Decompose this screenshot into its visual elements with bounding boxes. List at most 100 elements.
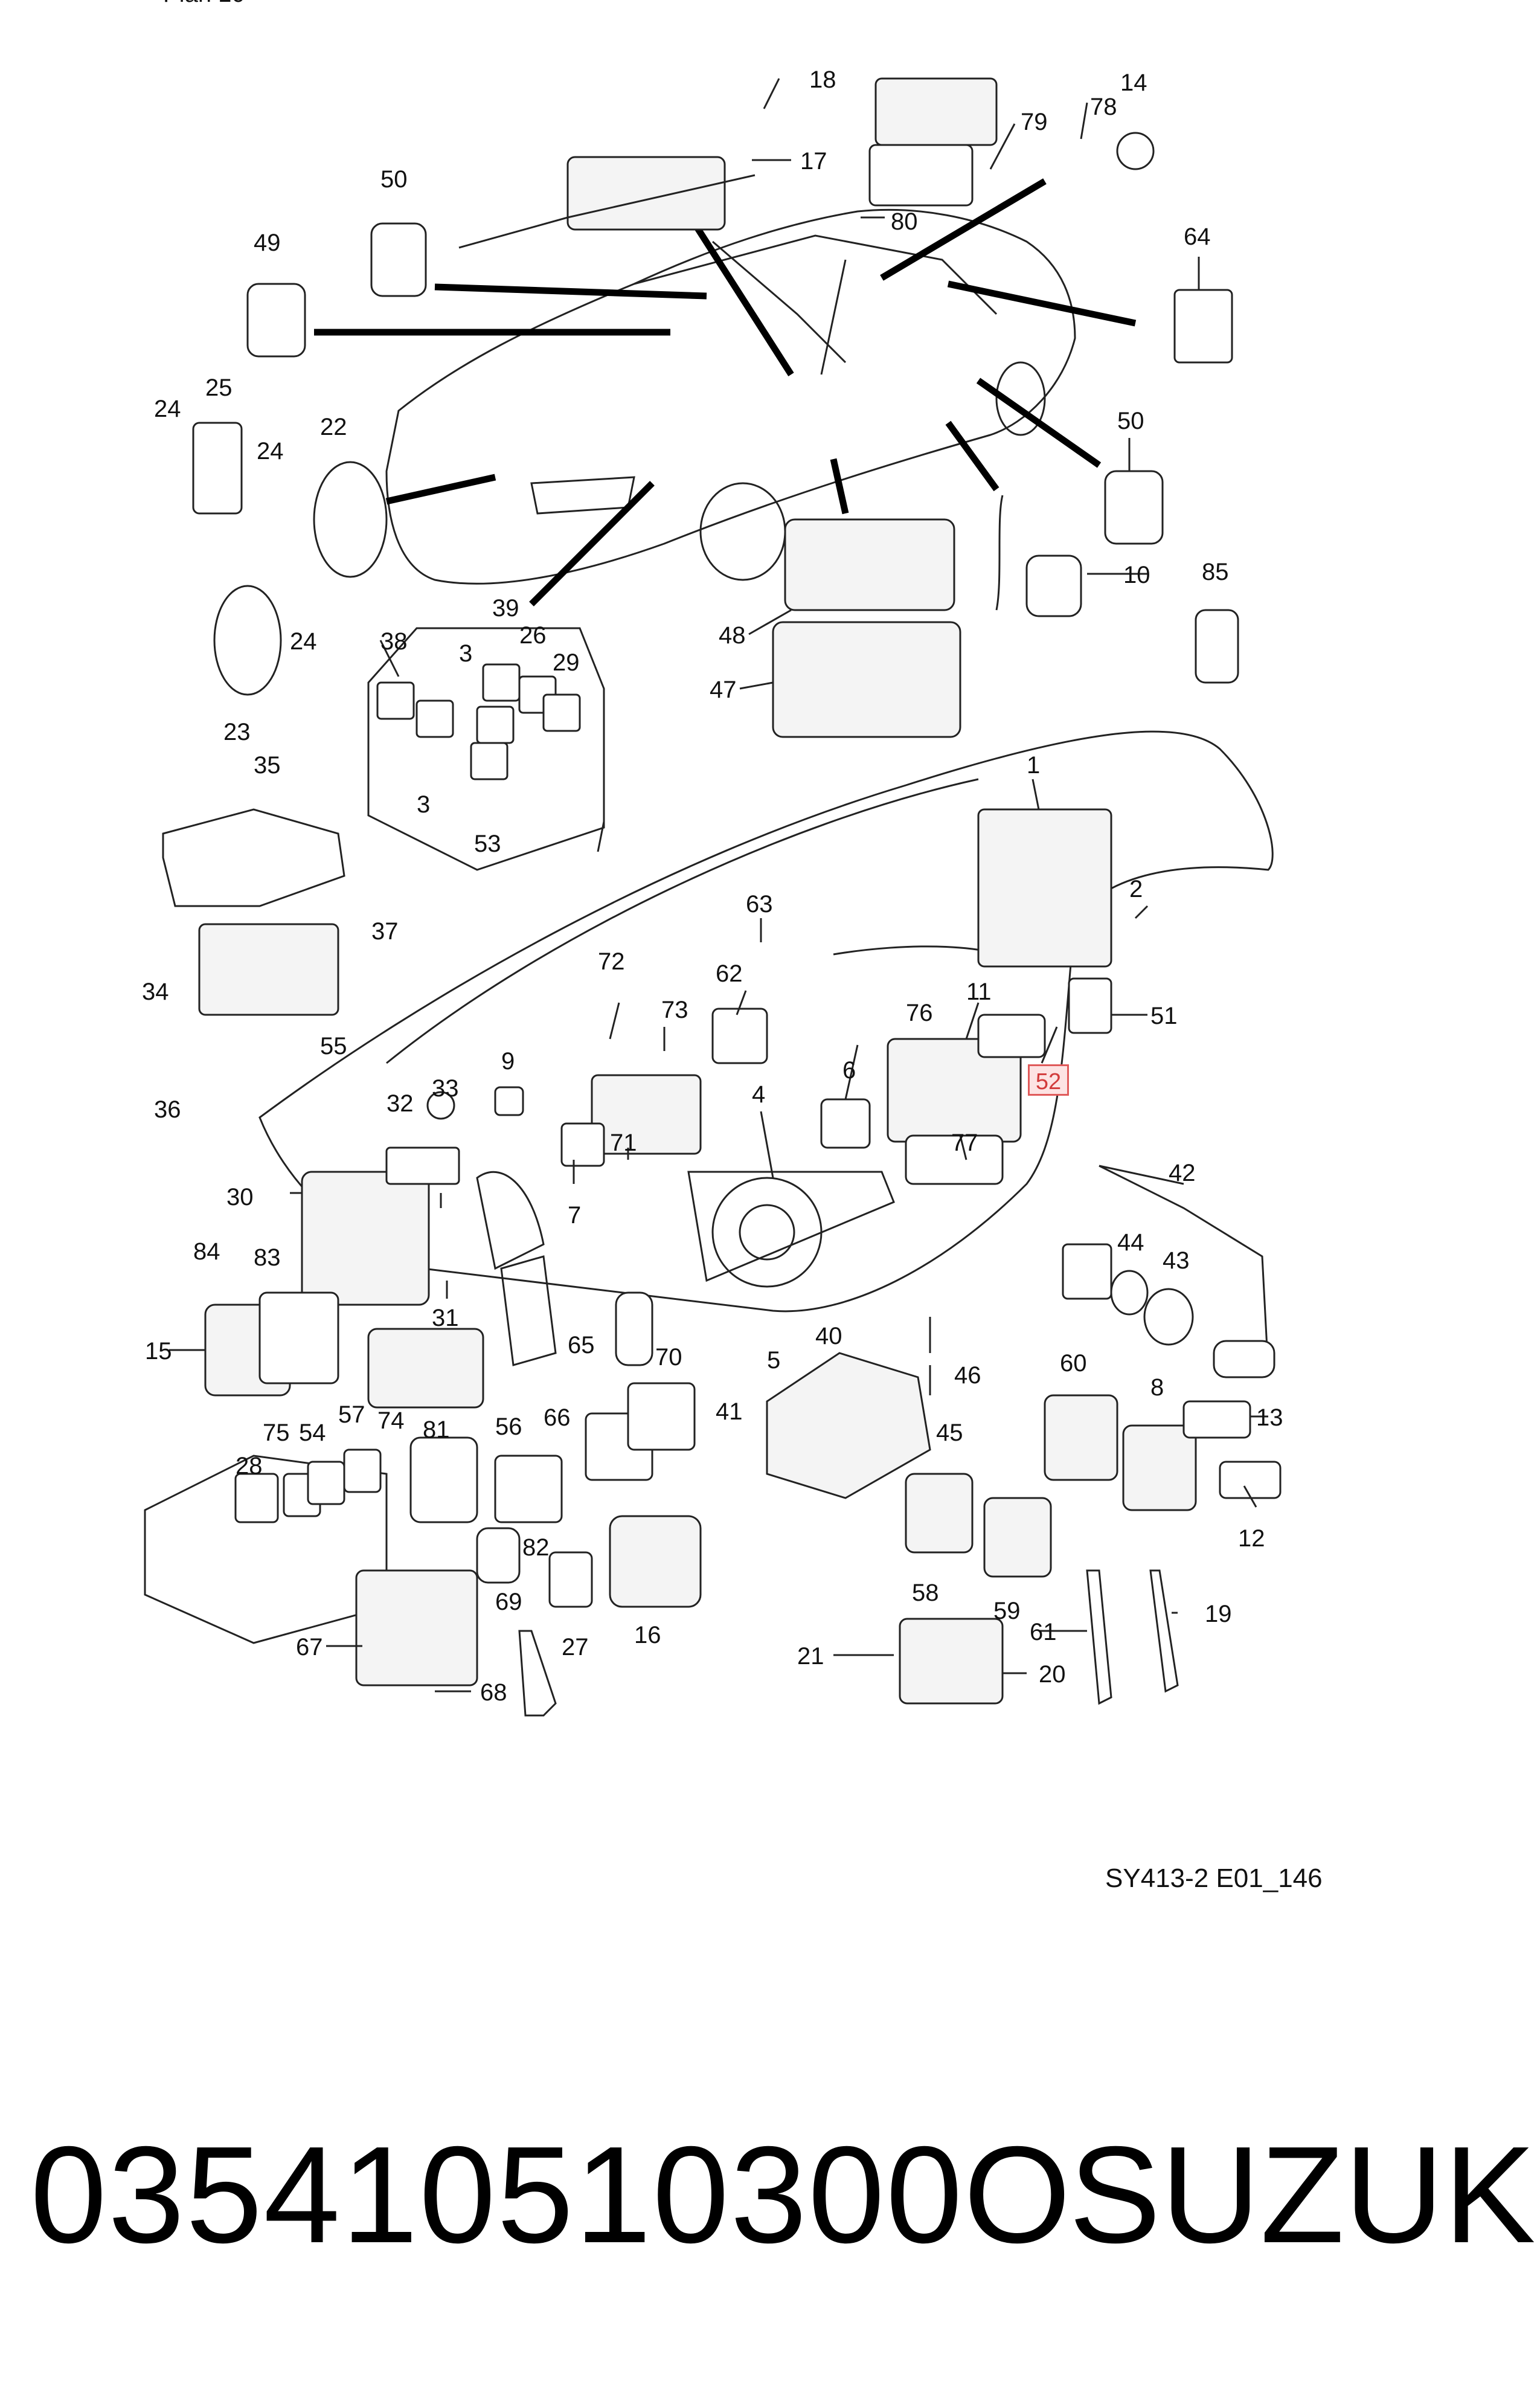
callout: 55 xyxy=(320,1033,347,1059)
callout: 34 xyxy=(142,979,169,1005)
callout: 26 xyxy=(519,622,547,649)
callout: 75 xyxy=(263,1419,290,1446)
callout: 43 xyxy=(1163,1247,1190,1274)
callout: 56 xyxy=(495,1413,522,1440)
callout: 50 xyxy=(1117,408,1144,434)
callout: 73 xyxy=(661,997,688,1023)
car-body xyxy=(385,208,1076,585)
leader-lines xyxy=(169,78,1268,1693)
callout: 62 xyxy=(716,960,743,987)
callout: 42 xyxy=(1169,1160,1196,1186)
callout: 24 xyxy=(154,396,181,422)
callout: 61 xyxy=(1030,1619,1057,1645)
part-shapes xyxy=(144,77,1282,1717)
callout: 59 xyxy=(993,1598,1021,1624)
callout: 36 xyxy=(154,1096,181,1123)
callout: 4 xyxy=(752,1081,765,1108)
callout: 22 xyxy=(320,414,347,440)
callout: 14 xyxy=(1120,69,1147,96)
callout: 37 xyxy=(371,918,399,945)
callout: 50 xyxy=(380,166,408,193)
callout: 15 xyxy=(145,1338,172,1365)
callout: 67 xyxy=(296,1634,323,1661)
callout: 24 xyxy=(257,438,284,465)
callout: 27 xyxy=(562,1634,589,1661)
callout: 76 xyxy=(906,1000,933,1026)
callout: 3 xyxy=(417,791,430,818)
footer xyxy=(0,1993,1540,2392)
part-number: 035410510300O xyxy=(30,2118,1072,2272)
callout: 79 xyxy=(1021,109,1048,135)
callout: 29 xyxy=(553,649,580,676)
callout: 65 xyxy=(568,1332,595,1358)
callout: 21 xyxy=(797,1643,824,1670)
callout: 80 xyxy=(891,208,918,235)
dashboard-outline xyxy=(258,730,1274,1366)
callout: 69 xyxy=(495,1589,522,1615)
callout: 17 xyxy=(800,148,827,175)
callout: 28 xyxy=(236,1453,263,1479)
callout: 31 xyxy=(432,1305,459,1331)
callout: 54 xyxy=(299,1419,326,1446)
reference-code: SY413-2 E01_146 xyxy=(1105,1863,1323,1893)
callout: 84 xyxy=(193,1238,220,1265)
callout: 30 xyxy=(226,1184,254,1210)
callout: 7 xyxy=(568,1202,581,1229)
callout: 71 xyxy=(610,1130,637,1156)
callout: 32 xyxy=(387,1090,414,1117)
callout: 33 xyxy=(432,1075,459,1102)
callout: 5 xyxy=(767,1347,780,1374)
callout: 53 xyxy=(474,831,501,857)
callout: 81 xyxy=(423,1416,450,1443)
callout: 35 xyxy=(254,752,281,779)
callout: 2 xyxy=(1129,876,1143,902)
callout: 3 xyxy=(459,640,472,667)
callout: 9 xyxy=(501,1048,515,1075)
callout: 25 xyxy=(205,375,233,401)
callout: 20 xyxy=(1039,1661,1066,1688)
callout: 11 xyxy=(966,979,992,1005)
callout: 77 xyxy=(951,1130,978,1156)
callout: 38 xyxy=(380,628,408,655)
callout: 60 xyxy=(1060,1350,1087,1377)
callout: 18 xyxy=(809,66,836,93)
callout: 41 xyxy=(716,1398,743,1425)
callout: 23 xyxy=(223,719,251,745)
callout: 49 xyxy=(254,230,281,256)
callout: 70 xyxy=(655,1344,682,1371)
callout: 57 xyxy=(338,1401,365,1428)
callout: 45 xyxy=(936,1419,963,1446)
callout: 12 xyxy=(1238,1525,1265,1552)
callout: 58 xyxy=(912,1580,939,1606)
callout: 83 xyxy=(254,1244,281,1271)
callout: 46 xyxy=(954,1362,981,1389)
callout: 51 xyxy=(1150,1003,1178,1029)
callout: 24 xyxy=(290,628,317,655)
callout: 39 xyxy=(492,595,519,622)
callout: 47 xyxy=(710,677,737,703)
callout: 66 xyxy=(544,1404,571,1431)
parts-diagram: 1 2 3 3 4 5 6 7 8 9 10 11 12 13 14 15 16… xyxy=(142,66,1283,1717)
callout: 48 xyxy=(719,622,746,649)
callout: 40 xyxy=(815,1323,842,1349)
callout: 10 xyxy=(1123,562,1150,588)
callout: 72 xyxy=(598,948,625,975)
callout: 16 xyxy=(634,1622,661,1648)
callout: 8 xyxy=(1150,1374,1164,1401)
callout: 19 xyxy=(1205,1601,1232,1627)
callout: 82 xyxy=(522,1534,550,1561)
callout: 44 xyxy=(1117,1229,1144,1256)
callout-labels: 1 2 3 3 4 5 6 7 8 9 10 11 12 13 14 15 16… xyxy=(142,66,1283,1706)
highlighted-callout[interactable]: 52 xyxy=(1028,1064,1069,1096)
callout: 74 xyxy=(377,1407,405,1434)
callout: 6 xyxy=(842,1057,856,1084)
callout: 64 xyxy=(1184,223,1211,250)
callout: 68 xyxy=(480,1679,507,1706)
brand-name: SUZUKI xyxy=(1069,2118,1540,2272)
callout: 1 xyxy=(1027,752,1040,779)
pointer-lines xyxy=(314,178,1137,606)
callout: 78 xyxy=(1090,94,1117,120)
diagram-header: Plan 10 xyxy=(163,0,245,8)
callout: 85 xyxy=(1202,559,1229,585)
callout: 63 xyxy=(746,891,773,918)
